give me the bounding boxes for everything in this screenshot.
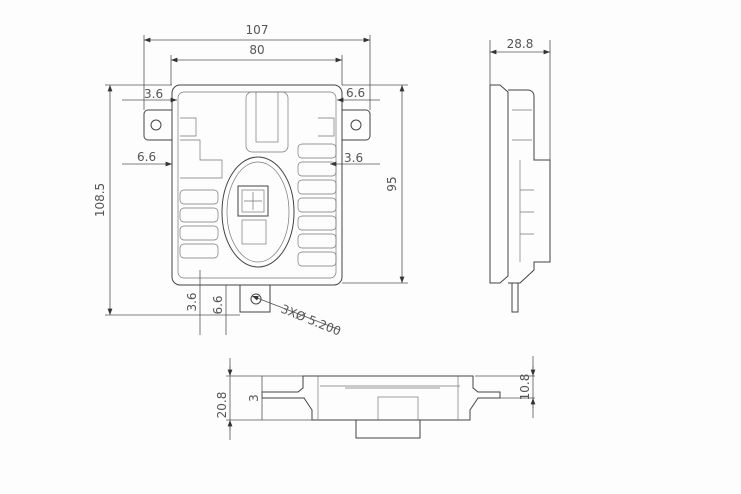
- cooling-fins-right: [297, 143, 337, 267]
- connector-icon: [237, 185, 269, 217]
- bottom-mount-tab: [239, 285, 271, 313]
- dim-flange-thickness: 3: [247, 394, 261, 402]
- dim-width-body: 80: [249, 43, 264, 57]
- bottom-view: 20.8 3 10.8: [215, 356, 536, 440]
- dim-offset-bottom-a: 3.6: [185, 292, 199, 311]
- dim-height-body: 95: [385, 176, 399, 191]
- front-view: 107 80 108.5 95 3.6 6.6 6.6 3.6 3.6 6.6 …: [93, 23, 408, 339]
- mount-hole: [350, 119, 362, 131]
- dim-offset-mid-right: 3.6: [344, 151, 363, 165]
- side-view: 28.8: [489, 37, 551, 313]
- dim-width-overall: 107: [246, 23, 269, 37]
- left-mount-tab: [143, 109, 172, 141]
- cooling-fins-left: [179, 189, 219, 259]
- dim-height-total: 20.8: [215, 392, 229, 419]
- dim-offset-top-left: 3.6: [144, 87, 163, 101]
- dim-height-overall: 108.5: [93, 183, 107, 217]
- dim-top-offset: 10.8: [518, 374, 532, 401]
- dim-offset-bottom-b: 6.6: [211, 295, 225, 314]
- dim-offset-mid-left: 6.6: [137, 150, 156, 164]
- dim-offset-top-right: 6.6: [346, 86, 365, 100]
- mount-hole: [250, 293, 262, 305]
- mount-hole: [150, 119, 162, 131]
- dim-depth: 28.8: [507, 37, 534, 51]
- connector-housing: [221, 156, 295, 268]
- right-mount-tab: [342, 109, 371, 141]
- hole-callout: 3XØ 5.200: [279, 302, 343, 339]
